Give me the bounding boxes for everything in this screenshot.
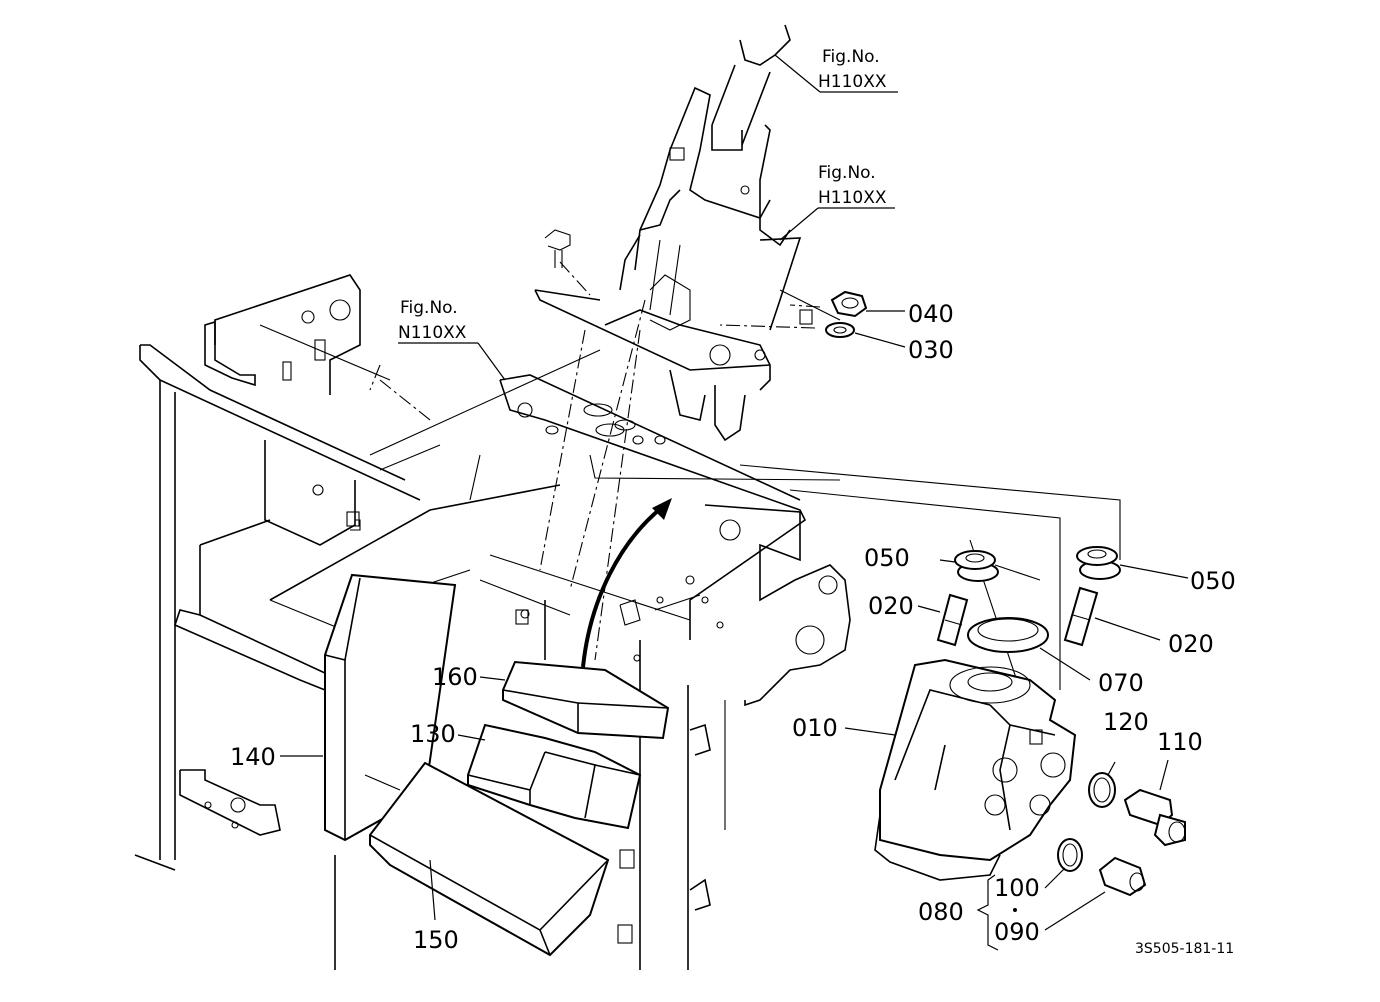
figure-ref-3: Fig.No. N110XX	[398, 298, 467, 343]
figure-ref-1: Fig.No. H110XX	[818, 47, 887, 92]
part-label-110: 110	[1157, 728, 1203, 756]
steering-unit	[739, 464, 1186, 897]
fig-ref-3-number: N110XX	[398, 323, 467, 343]
part-label-150: 150	[413, 926, 459, 954]
part-label-100: 100	[994, 874, 1040, 902]
nut-and-washer	[825, 290, 868, 338]
fig-ref-2-number: H110XX	[818, 188, 887, 208]
pad-150	[369, 761, 610, 957]
cover-pads	[324, 498, 672, 957]
part-label-070: 070	[1098, 669, 1144, 697]
oring-070	[967, 617, 1049, 653]
part-label-020-right: 020	[1168, 630, 1214, 658]
right-frame	[499, 374, 851, 911]
part-label-130: 130	[410, 720, 456, 748]
oring-120	[1088, 772, 1116, 808]
drawing-code: 3S505-181-11	[1135, 941, 1234, 957]
part-label-050-right: 050	[1190, 567, 1236, 595]
part-label-010: 010	[792, 714, 838, 742]
assembly-dashed-lines	[369, 261, 841, 661]
seal-050-left	[954, 550, 999, 582]
frame-assembly	[134, 274, 691, 970]
oring-100	[1057, 838, 1083, 872]
part-labels: 040 030 050 050 020 020 070 010 120 110 …	[230, 300, 1236, 954]
part-label-120: 120	[1103, 708, 1149, 736]
steering-column	[534, 24, 841, 442]
fig-ref-3-label: Fig.No.	[400, 298, 458, 318]
part-label-050-left: 050	[864, 544, 910, 572]
part-label-030: 030	[908, 336, 954, 364]
fig-ref-1-number: H110XX	[818, 72, 887, 92]
stud-020-right	[1063, 586, 1099, 647]
part-label-080: 080	[918, 898, 964, 926]
stud-020-left	[936, 593, 969, 647]
part-label-140: 140	[230, 743, 276, 771]
part-label-090: 090	[994, 918, 1040, 946]
fitting-110	[1123, 788, 1186, 847]
part-label-040: 040	[908, 300, 954, 328]
part-label-160: 160	[432, 663, 478, 691]
leader-lines	[280, 54, 1189, 951]
pad-130	[467, 723, 642, 830]
fig-ref-2-label: Fig.No.	[818, 163, 876, 183]
seal-050-right	[1076, 546, 1121, 580]
part-label-020-left: 020	[868, 592, 914, 620]
fitting-090	[1098, 856, 1147, 897]
pad-160	[502, 660, 670, 740]
figure-ref-2: Fig.No. H110XX	[818, 163, 887, 208]
fig-ref-1-label: Fig.No.	[822, 47, 880, 67]
